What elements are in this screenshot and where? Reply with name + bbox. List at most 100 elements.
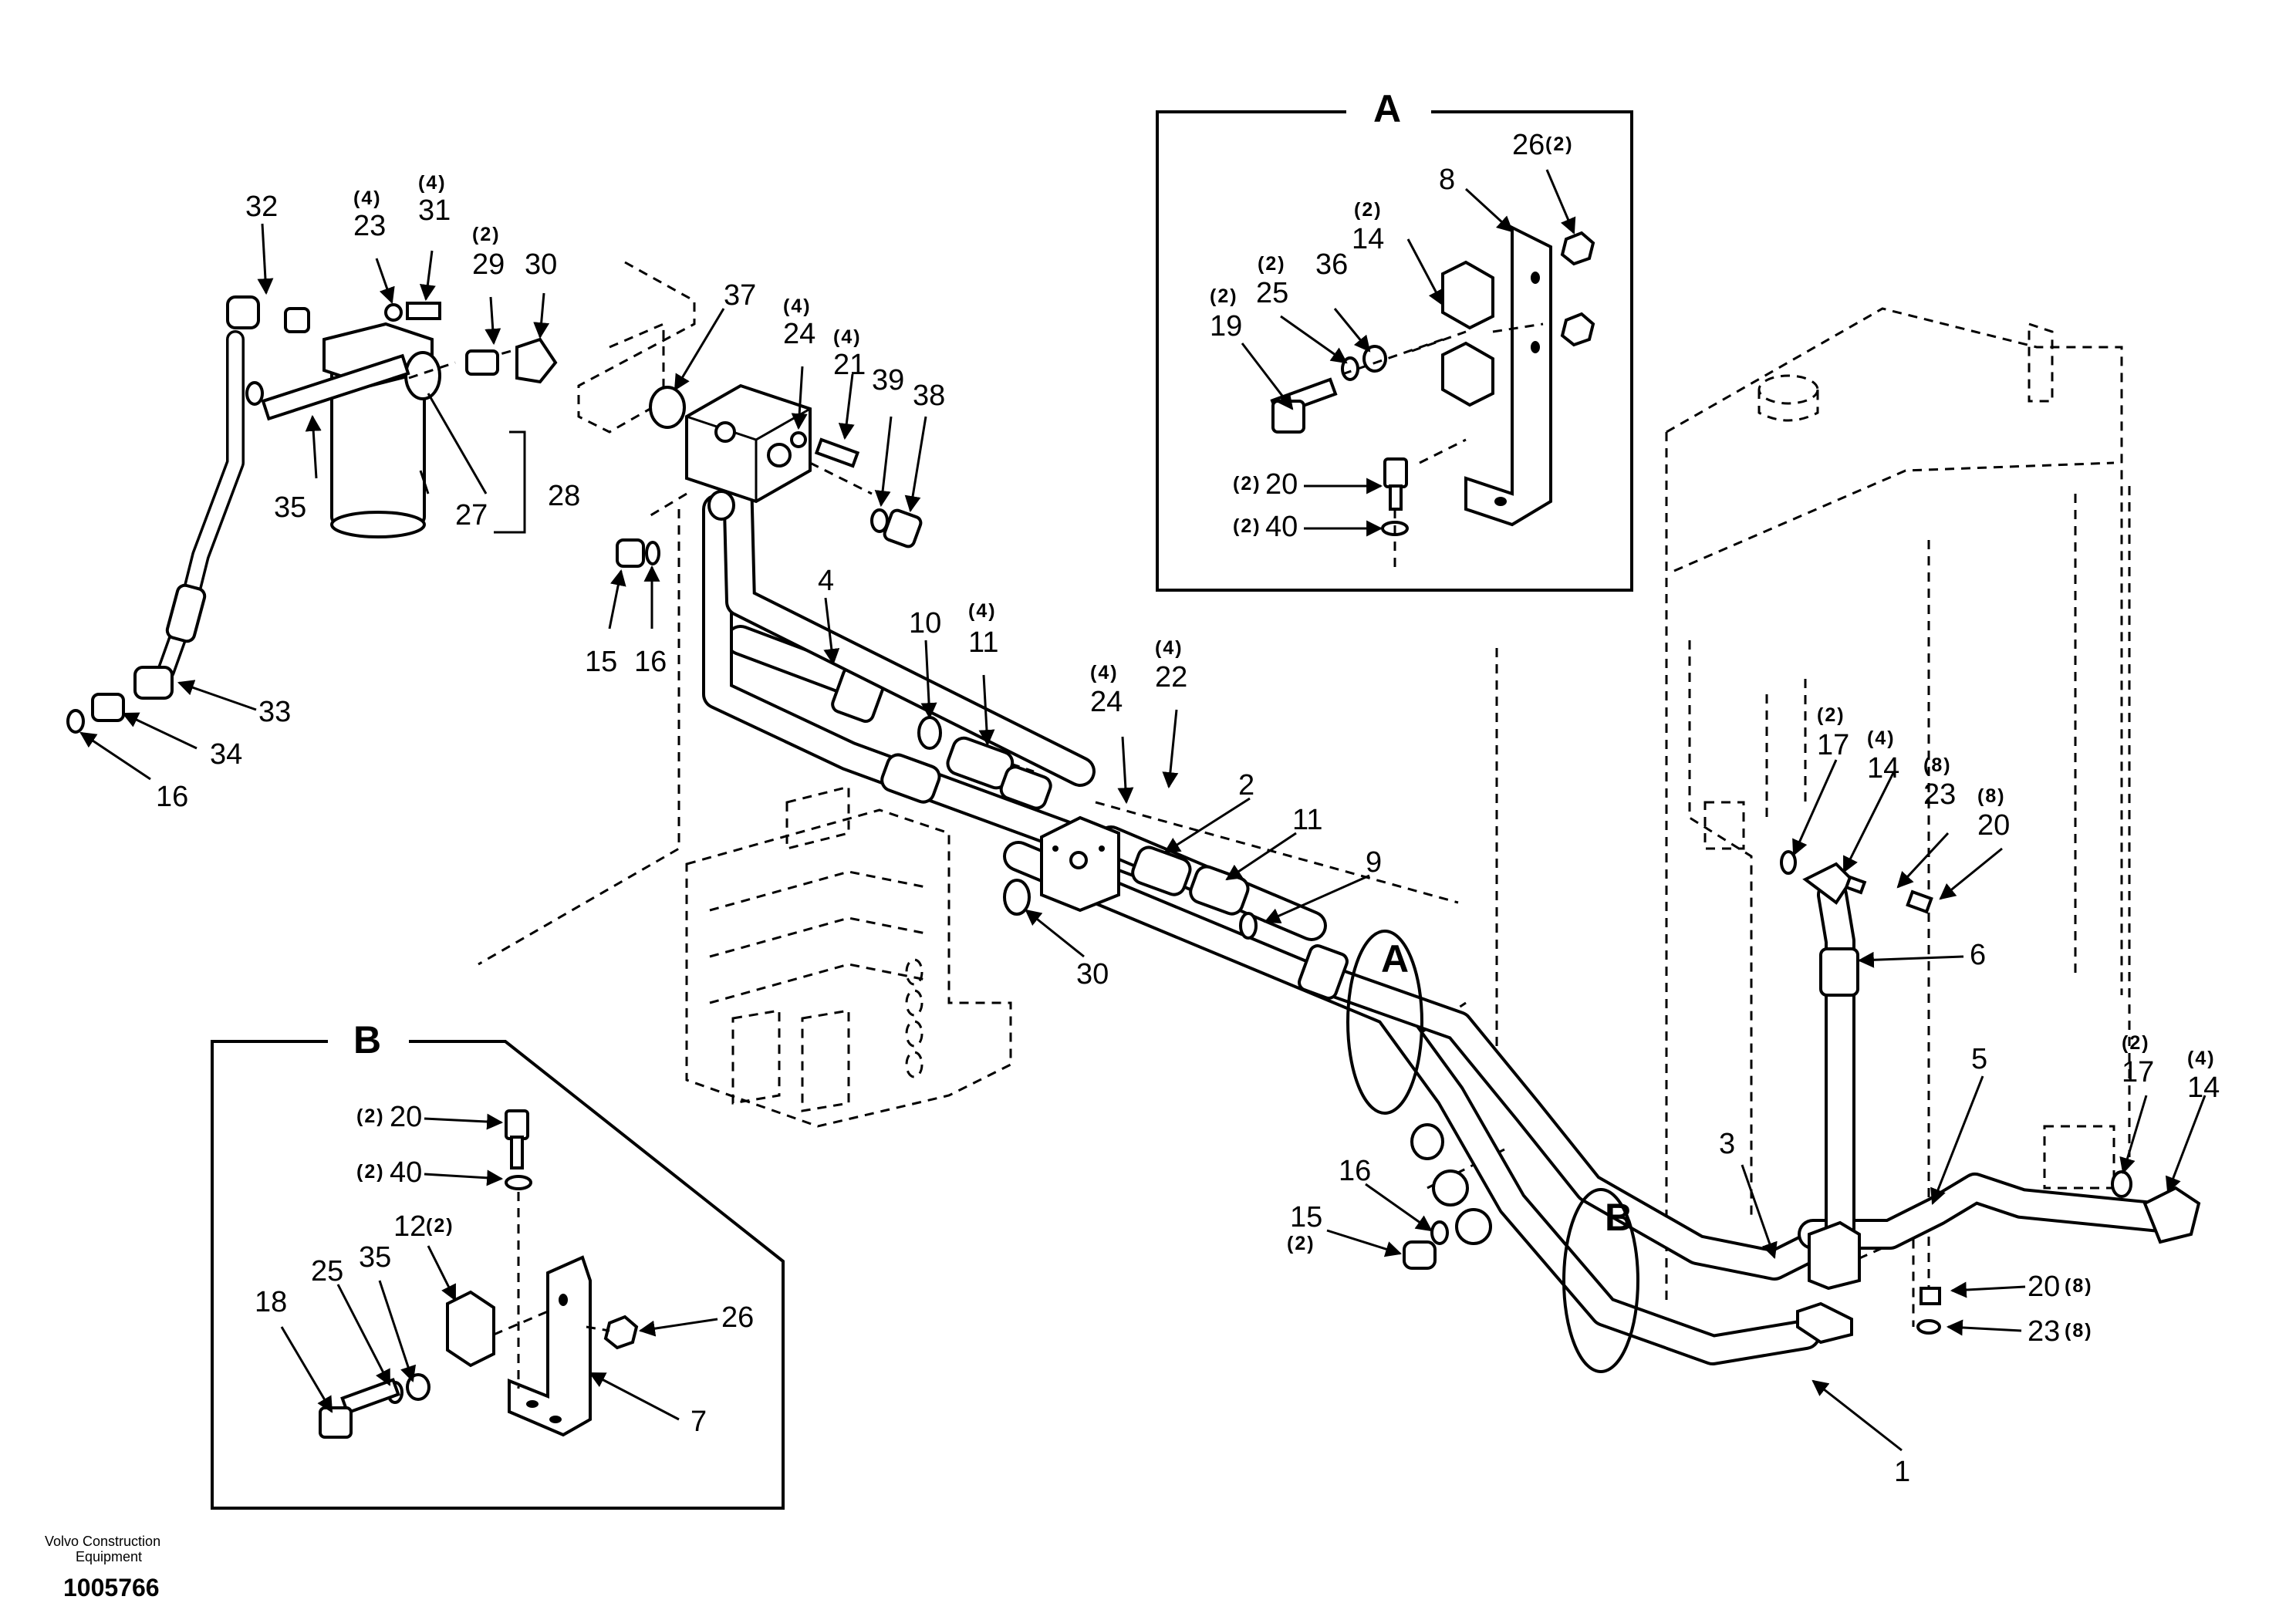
pipe-6 xyxy=(1817,879,1859,1281)
label-11-b: 11 xyxy=(1292,804,1322,836)
label-4: 4 xyxy=(818,565,834,597)
label-23-b: 23 xyxy=(1923,778,1956,811)
label-37: 37 xyxy=(724,279,756,312)
bolt-20 xyxy=(1383,457,1408,511)
clamp-12 xyxy=(446,1290,495,1368)
label-14-b: 14 xyxy=(2187,1072,2220,1104)
label-34: 34 xyxy=(210,738,242,771)
label-29: 29 xyxy=(472,248,505,281)
label-1: 1 xyxy=(1894,1456,1910,1488)
qty-15-b: (2) xyxy=(1287,1233,1315,1254)
label-b-12: 12 xyxy=(393,1210,426,1243)
label-31: 31 xyxy=(418,194,451,227)
bracket-8 xyxy=(1464,224,1552,527)
section-marker-a: A xyxy=(1346,930,1423,1115)
label-a-25: 25 xyxy=(1256,277,1288,309)
hose-couplings xyxy=(880,716,1258,940)
label-b-35: 35 xyxy=(359,1241,391,1274)
right-fittings xyxy=(1780,850,2201,1345)
junction-block xyxy=(1003,815,1120,916)
label-3: 3 xyxy=(1719,1128,1735,1160)
qty-11: (4) xyxy=(968,600,997,622)
brand-line-1: Volvo Construction xyxy=(45,1534,161,1549)
label-6: 6 xyxy=(1970,939,1986,971)
washer-35 xyxy=(406,1373,430,1401)
qty-a-40: (2) xyxy=(1233,515,1261,537)
qty-17: (2) xyxy=(1817,704,1845,726)
qty-22: (4) xyxy=(1155,637,1183,659)
bracket-7 xyxy=(508,1255,592,1437)
bottom-center-fittings xyxy=(1403,1123,1492,1270)
qty-a-26: (2) xyxy=(1545,133,1574,155)
label-39: 39 xyxy=(872,364,904,397)
label-a-40: 40 xyxy=(1265,511,1298,543)
qty-a-14: (2) xyxy=(1354,199,1383,221)
qty-17-b: (2) xyxy=(2122,1032,2150,1054)
label-14: 14 xyxy=(1867,752,1899,785)
section-marker-b: B xyxy=(1562,1188,1639,1373)
label-27: 27 xyxy=(455,499,488,532)
label-32: 32 xyxy=(245,191,278,223)
bolt-20-box-b xyxy=(505,1109,529,1169)
label-15: 15 xyxy=(585,646,617,678)
label-24-b: 24 xyxy=(1090,686,1123,718)
washer-36 xyxy=(1362,345,1387,373)
svg-text:B: B xyxy=(353,1018,381,1061)
label-20: 20 xyxy=(1977,809,2010,842)
qty-a-25: (2) xyxy=(1258,253,1286,275)
part-labels: 32 (4) 23 (4) 31 (2) 29 30 37 (4) 24 (4)… xyxy=(156,129,2220,1488)
qty-b-40: (2) xyxy=(356,1161,385,1183)
label-5: 5 xyxy=(1971,1043,1987,1075)
svg-text:A: A xyxy=(1373,87,1401,130)
label-a-8: 8 xyxy=(1439,164,1455,196)
label-a-19: 19 xyxy=(1210,310,1242,343)
label-23-c: 23 xyxy=(2028,1315,2060,1348)
filter-fittings xyxy=(226,295,558,384)
filter-tube xyxy=(66,330,245,734)
bolt-18 xyxy=(319,1378,400,1439)
label-b-7: 7 xyxy=(690,1406,707,1438)
nut-26 xyxy=(1560,231,1595,266)
brand-line-2: Equipment xyxy=(76,1549,143,1564)
label-a-20: 20 xyxy=(1265,468,1298,501)
clamp-14 xyxy=(1441,260,1494,407)
label-a-26: 26 xyxy=(1512,129,1545,161)
label-33: 33 xyxy=(258,696,291,728)
qty-21: (4) xyxy=(833,326,862,348)
nut-26-box-b xyxy=(603,1315,639,1350)
label-b-25: 25 xyxy=(311,1255,343,1288)
mounting-dashed-lines xyxy=(478,261,1915,1327)
qty-31: (4) xyxy=(418,172,447,194)
pipe-3 xyxy=(1312,964,1821,1281)
svg-text:A: A xyxy=(1381,937,1409,980)
qty-a-19: (2) xyxy=(1210,285,1238,307)
label-21: 21 xyxy=(833,349,866,381)
filter-assembly xyxy=(245,322,526,538)
label-b-18: 18 xyxy=(255,1286,287,1318)
bolt-19 xyxy=(1270,377,1338,434)
washer-40-b xyxy=(505,1175,532,1190)
label-17: 17 xyxy=(1817,729,1849,761)
pipe-5 xyxy=(1798,1173,2191,1250)
qty-b-12: (2) xyxy=(426,1215,454,1237)
label-30: 30 xyxy=(525,248,557,281)
qty-20-b: (8) xyxy=(2065,1275,2093,1297)
detail-box-b: B xyxy=(211,1018,785,1510)
nut-26-b xyxy=(1560,312,1595,347)
qty-29: (2) xyxy=(472,224,501,245)
control-valve-outline xyxy=(685,785,1012,1128)
qty-a-20: (2) xyxy=(1233,473,1261,494)
qty-23-c: (8) xyxy=(2065,1320,2093,1342)
label-28: 28 xyxy=(548,480,580,512)
qty-14-b: (4) xyxy=(2187,1048,2216,1069)
label-17-b: 17 xyxy=(2122,1056,2154,1088)
manifold-fittings xyxy=(616,431,923,568)
label-11: 11 xyxy=(968,626,998,659)
label-22: 22 xyxy=(1155,661,1187,694)
qty-24-b: (4) xyxy=(1090,662,1119,683)
label-16-b: 16 xyxy=(156,781,188,813)
label-20-b: 20 xyxy=(2028,1271,2060,1303)
label-15-b: 15 xyxy=(1290,1201,1322,1234)
qty-23-b: (8) xyxy=(1923,754,1952,776)
